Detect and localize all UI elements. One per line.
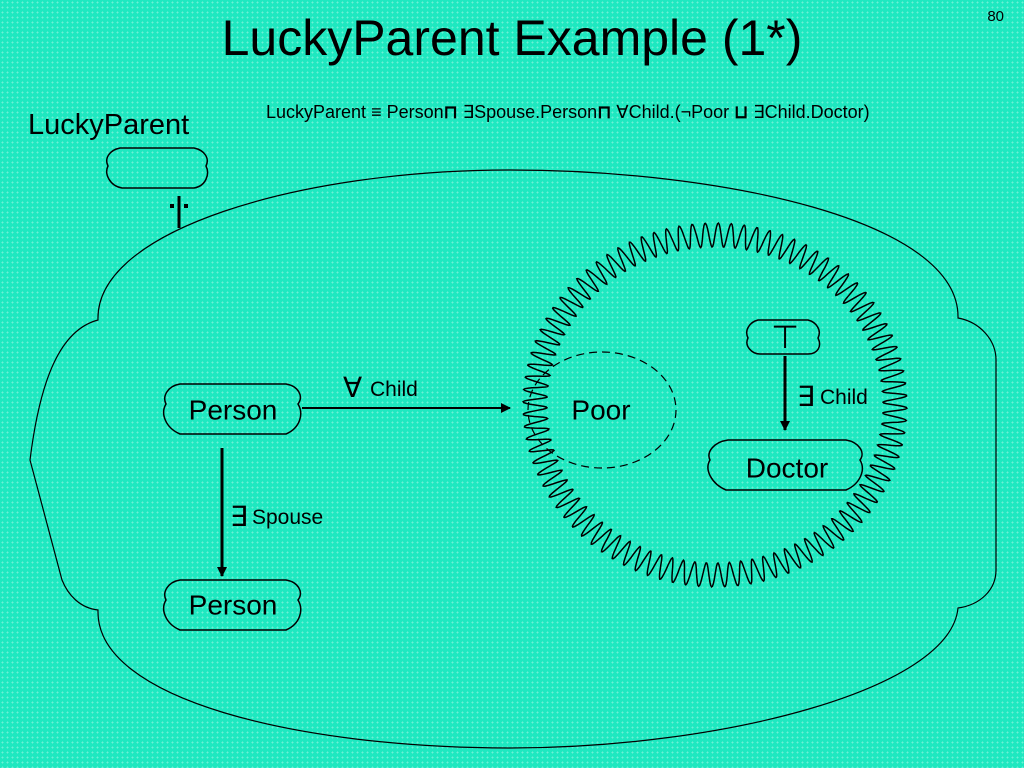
concept-definition: LuckyParent ≡ Person⊓ ∃Spouse.Person⊓ ∀C… <box>266 102 870 123</box>
conjunction-symbol: ⊓ <box>597 102 612 122</box>
top-symbol: ⊤ <box>771 319 799 355</box>
doctor-blob <box>707 439 864 491</box>
node-label-poor: Poor <box>571 395 630 426</box>
definition-part-spouse: ∃Spouse.Person <box>462 102 598 122</box>
definition-part-doctor: ∃Child.Doctor) <box>753 102 870 122</box>
person-bottom-blob <box>162 579 302 631</box>
forall-quantifier-icon: ∀ <box>343 372 362 403</box>
poor-dashed-ellipse <box>527 351 677 469</box>
node-label-doctor: Doctor <box>746 453 828 484</box>
definition-part-person: Person <box>386 102 444 122</box>
conjunction-symbol: ⊓ <box>443 102 458 122</box>
exists-quantifier-icon: ∃ <box>230 501 248 532</box>
luckyparent-blob <box>106 147 209 189</box>
exists-quantifier-icon: ∃ <box>797 381 815 412</box>
equivalence-symbol: ≡ <box>371 102 382 122</box>
concept-label-luckyparent: LuckyParent <box>28 109 190 141</box>
person-top-blob <box>162 383 302 435</box>
node-label-person-top: Person <box>189 395 278 426</box>
top-concept-blob <box>746 319 821 355</box>
page-number: 80 <box>987 8 1004 25</box>
disjunction-symbol: ⊔ <box>734 102 749 122</box>
definition-lhs: LuckyParent <box>266 102 367 122</box>
edge-label-child-forall: Child <box>370 378 418 401</box>
edge-label-child-exists: Child <box>820 386 868 409</box>
subsumption-symbol <box>170 196 188 228</box>
edge-label-spouse: Spouse <box>252 506 323 529</box>
definition-part-child: ∀Child.(¬Poor <box>616 102 730 122</box>
node-label-person-bottom: Person <box>189 590 278 621</box>
slide-title: LuckyParent Example (1*) <box>221 10 803 66</box>
outer-concept-ellipse <box>29 169 997 749</box>
union-wavy-ring <box>522 222 908 588</box>
